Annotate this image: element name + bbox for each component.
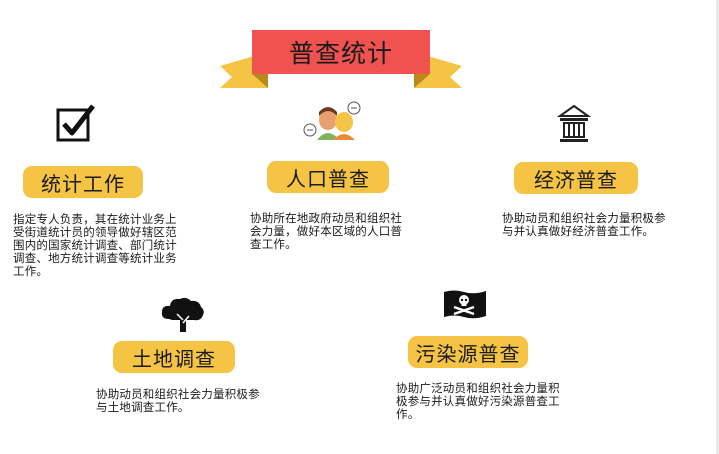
right-edge-divider xyxy=(716,0,719,454)
people-talking-icon xyxy=(302,100,362,146)
item-label-economic-census: 经济普查 xyxy=(514,162,638,194)
item-label-census: 人口普查 xyxy=(267,161,389,193)
item-desc-statistics-work: 指定专人负责，其在统计业务上受街道统计员的领导做好辖区范围内的国家统计调查、部门… xyxy=(13,212,177,278)
item-desc-census: 协助所在地政府动员和组织社会力量，做好本区域的人口普查工作。 xyxy=(250,211,403,251)
checkbox-check-icon xyxy=(56,104,96,146)
item-desc-pollution-census: 协助广泛动员和组织社会力量积极参与并认真做好污染源普查工作。 xyxy=(396,381,560,421)
item-label-statistics-work: 统计工作 xyxy=(23,166,143,198)
title-ribbon: 普查统计 xyxy=(220,30,462,94)
ribbon-shape xyxy=(220,30,462,88)
item-label-pollution-census: 污染源普查 xyxy=(408,336,528,368)
tree-icon xyxy=(160,296,206,338)
item-desc-land-survey: 协助动员和组织社会力量积极参与土地调查工作。 xyxy=(96,387,260,414)
pirate-flag-icon xyxy=(442,289,488,325)
item-desc-economic-census: 协助动员和组织社会力量积极参与并认真做好经济普查工作。 xyxy=(502,211,666,238)
item-label-land-survey: 土地调查 xyxy=(113,341,235,373)
page-title: 普查统计 xyxy=(288,39,393,68)
bank-building-icon xyxy=(556,104,592,150)
